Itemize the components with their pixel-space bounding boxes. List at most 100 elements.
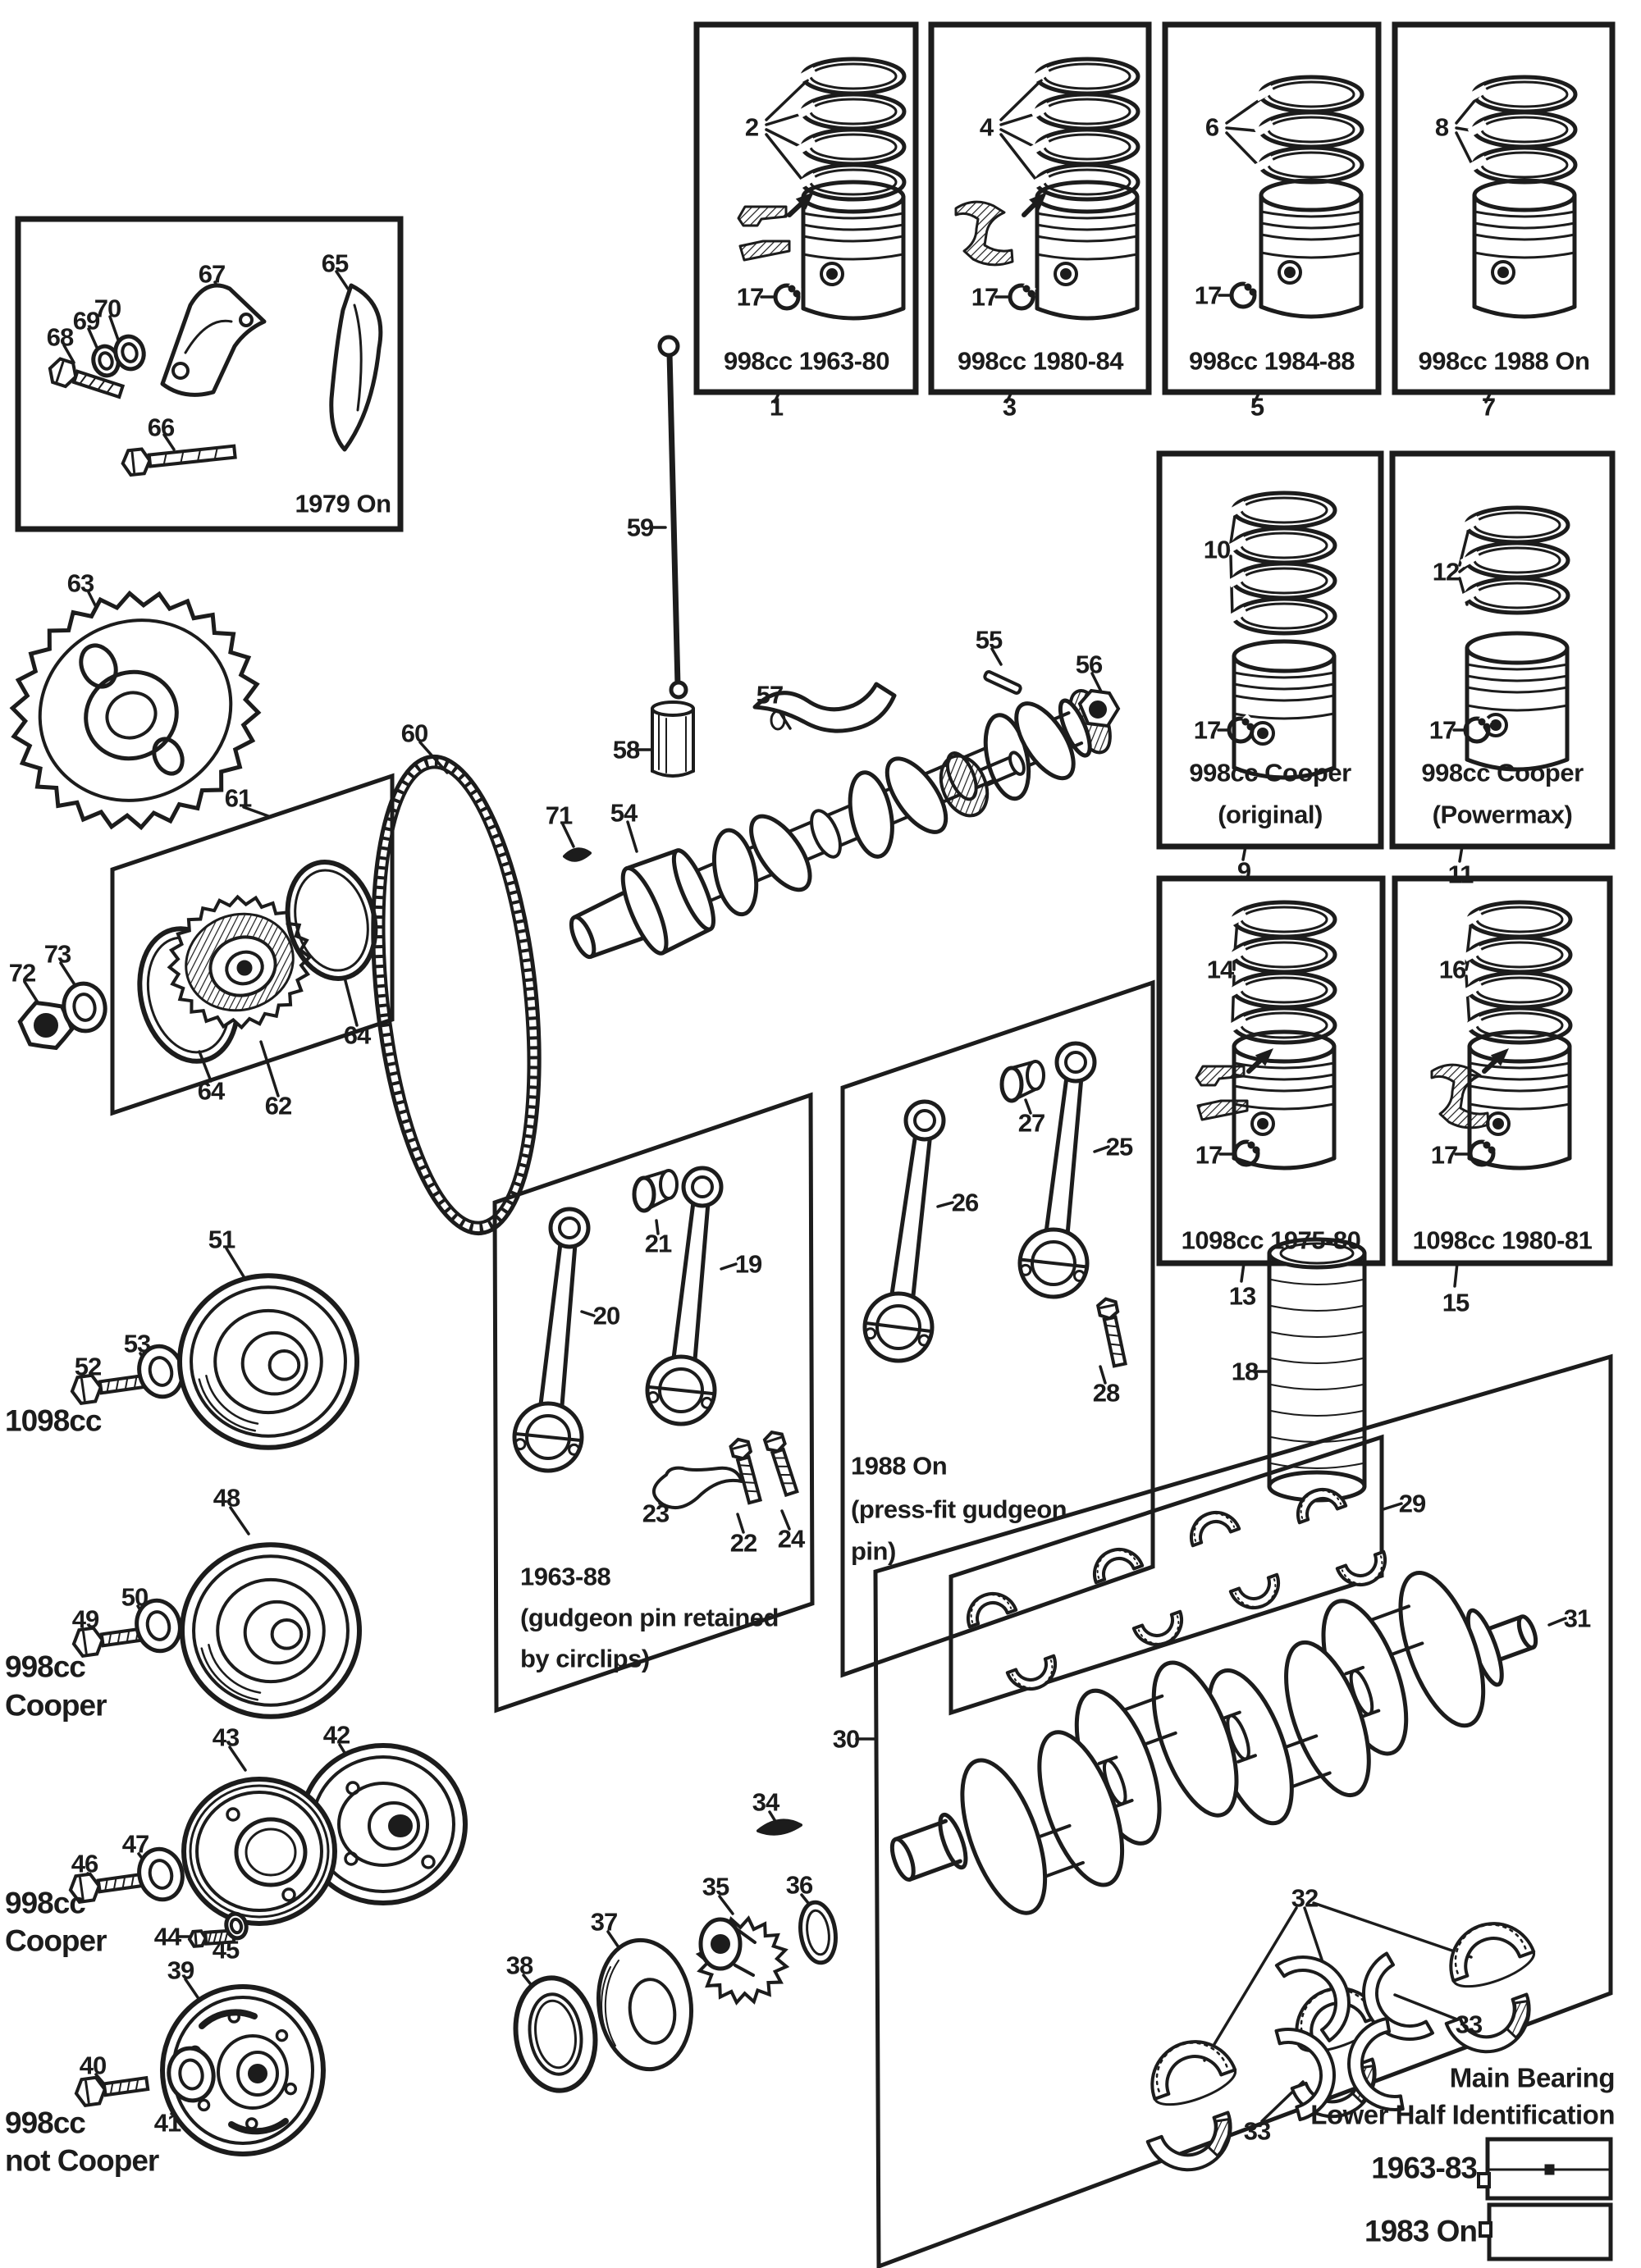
part-number-label: 66 xyxy=(147,413,175,442)
piston-1098-1980-81 xyxy=(1430,900,1573,1171)
crank-gear-set-61 xyxy=(137,860,378,1064)
part-number-label: 30 xyxy=(832,1724,860,1754)
part-number-label: 14 xyxy=(1206,955,1234,984)
part-number-label: 29 xyxy=(1398,1489,1426,1518)
piston-cooper-original xyxy=(1227,491,1337,780)
part-number-label: 17 xyxy=(1428,715,1456,745)
pushrod-59 xyxy=(657,335,688,700)
side-label-998-cooper-a1: 998cc xyxy=(5,1650,86,1684)
ring-36 xyxy=(798,1900,838,1965)
part-number-label: 33 xyxy=(1455,2010,1483,2039)
side-label-998-cooper-b1: 998cc xyxy=(5,1886,86,1920)
part-number-label: 17 xyxy=(1193,715,1221,745)
side-label-998-cooper-b2: Cooper xyxy=(5,1923,107,1958)
part-number-label: 58 xyxy=(612,735,640,764)
caption-rods-circlip-1: 1963-88 xyxy=(520,1562,611,1591)
side-label-1098cc: 1098cc xyxy=(5,1403,102,1438)
part-number-label: 34 xyxy=(752,1787,779,1817)
bearing-id-1983-on xyxy=(1479,2202,1613,2261)
caption-rods-pressfit-1: 1988 On xyxy=(851,1451,948,1481)
part-number-label: 17 xyxy=(971,282,999,312)
part-number-label: 69 xyxy=(72,306,100,335)
part-number-label: 51 xyxy=(208,1225,235,1254)
part-number-label: 72 xyxy=(8,958,36,988)
caption-998cc-1988-on: 998cc 1988 On xyxy=(1418,346,1590,376)
part-number-label: 55 xyxy=(975,625,1003,655)
caption-rods-circlip-3: by circlips) xyxy=(520,1644,650,1673)
part-number-label: 13 xyxy=(1228,1281,1256,1311)
part-number-label: 37 xyxy=(590,1907,618,1937)
part-number-label: 63 xyxy=(66,568,94,598)
caption-cooper-original-2: (original) xyxy=(1218,800,1323,829)
part-number-label: 9 xyxy=(1236,856,1251,886)
part-number-label: 62 xyxy=(264,1091,292,1120)
part-number-label: 46 xyxy=(71,1849,98,1878)
main-bearing-id-title-2: Lower Half Identification xyxy=(1310,2099,1615,2130)
caption-rods-pressfit-2: (press-fit gudgeon xyxy=(851,1495,1067,1524)
part-number-label: 52 xyxy=(74,1352,102,1381)
crankshaft-31 xyxy=(889,1571,1538,1915)
part-number-label: 4 xyxy=(979,112,994,142)
part-number-label: 10 xyxy=(1203,535,1231,564)
camshaft-54 xyxy=(563,670,1121,960)
part-number-label: 50 xyxy=(121,1582,149,1612)
part-number-label: 6 xyxy=(1204,112,1219,142)
piston-998-1984-88 xyxy=(1229,75,1364,319)
flywheel-998-not-cooper xyxy=(74,1984,326,2156)
piston-998-1988-on xyxy=(1467,75,1578,319)
caption-1098cc-1975-80: 1098cc 1975-80 xyxy=(1181,1225,1361,1255)
part-number-label: 17 xyxy=(1430,1140,1458,1170)
part-number-label: 61 xyxy=(224,783,252,813)
part-number-label: 41 xyxy=(153,2108,181,2138)
conrods-1988-on xyxy=(862,1041,1127,1368)
part-number-label: 17 xyxy=(736,282,764,312)
caption-cooper-powermax-2: (Powermax) xyxy=(1432,800,1573,829)
part-number-label: 19 xyxy=(734,1249,762,1279)
part-number-label: 68 xyxy=(46,322,74,352)
main-bearing-id-1963-83: 1963-83 xyxy=(1371,2151,1478,2185)
conrods-1963-88 xyxy=(512,1166,799,1510)
part-number-label: 7 xyxy=(1481,392,1496,422)
pulley-damper-998-cooper xyxy=(68,1743,468,1948)
frame-boxes xyxy=(15,21,1616,2268)
part-number-label: 43 xyxy=(212,1723,240,1752)
timing-tensioner-1979-parts xyxy=(48,283,383,477)
part-number-label: 32 xyxy=(1291,1883,1319,1913)
bearing-id-1963-83 xyxy=(1477,2137,1613,2201)
side-label-998-not-cooper-1: 998cc xyxy=(5,2106,86,2140)
big-end-bearing-set-29 xyxy=(967,1488,1387,1691)
part-number-label: 40 xyxy=(79,2051,107,2080)
part-number-label: 17 xyxy=(1194,281,1222,310)
part-number-label: 49 xyxy=(71,1604,99,1634)
part-number-label: 20 xyxy=(592,1301,620,1330)
part-number-label: 27 xyxy=(1017,1108,1045,1138)
part-number-label: 31 xyxy=(1563,1604,1591,1633)
part-number-label: 56 xyxy=(1075,650,1103,679)
piston-998-1980-84 xyxy=(954,57,1140,321)
caption-998cc-1980-84: 998cc 1980-84 xyxy=(957,346,1124,376)
oil-thrower-37 xyxy=(596,1937,694,2072)
part-number-label: 70 xyxy=(94,294,121,323)
woodruff-key-34 xyxy=(757,1819,802,1836)
part-number-label: 23 xyxy=(642,1499,670,1528)
part-number-label: 18 xyxy=(1231,1357,1259,1386)
part-number-label: 15 xyxy=(1442,1288,1470,1317)
piston-1098-1975-80 xyxy=(1195,900,1337,1171)
part-number-label: 44 xyxy=(153,1922,181,1951)
cylinder-liner-18 xyxy=(1267,1237,1367,1503)
part-number-label: 16 xyxy=(1438,955,1466,984)
main-bearings-32-33 xyxy=(1145,1922,1536,2172)
camshaft-sprocket-63 xyxy=(9,590,262,831)
side-label-998-not-cooper-2: not Cooper xyxy=(5,2143,159,2178)
part-number-label: 71 xyxy=(545,801,573,830)
timing-chain-60 xyxy=(371,754,542,1236)
side-label-998-cooper-a2: Cooper xyxy=(5,1688,107,1723)
part-number-label: 42 xyxy=(322,1720,350,1750)
part-number-label: 45 xyxy=(212,1935,240,1965)
caption-rods-pressfit-3: pin) xyxy=(851,1536,896,1566)
part-number-label: 26 xyxy=(951,1188,979,1217)
part-number-label: 65 xyxy=(321,249,349,278)
part-number-label: 5 xyxy=(1250,392,1264,422)
